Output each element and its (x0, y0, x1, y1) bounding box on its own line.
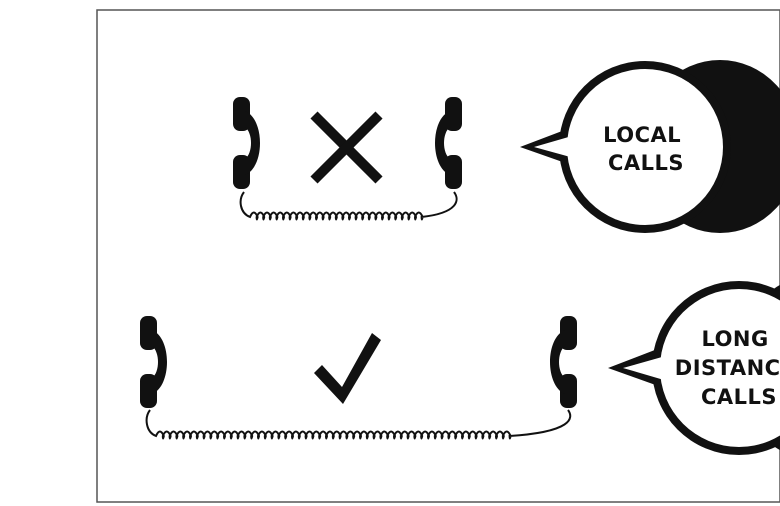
phone-handset-icon (233, 97, 260, 189)
label-line: CALLS (701, 385, 777, 409)
label-line: CALLS (608, 151, 684, 175)
speech-bubble-icon (520, 60, 780, 233)
label-line: LOCAL (603, 123, 681, 147)
phone-handset-icon (140, 316, 167, 408)
phone-cord (239, 191, 458, 221)
cross-mark-icon (310, 111, 383, 184)
label-line: DISTANCE (675, 356, 780, 380)
long-distance-calls-label: LONG DISTANCE CALLS (675, 327, 780, 409)
local-calls-row: LOCAL CALLS (233, 60, 780, 233)
phone-handset-icon (435, 97, 462, 189)
speech-bubble-icon (608, 281, 780, 455)
frame-border (96, 9, 780, 503)
check-mark-icon (314, 333, 381, 404)
local-calls-label: LOCAL CALLS (603, 123, 689, 175)
label-line: LONG (701, 327, 768, 351)
long-distance-calls-row: LONG DISTANCE CALLS (140, 281, 780, 455)
phone-handset-icon (550, 316, 577, 408)
phone-cord (145, 409, 572, 440)
